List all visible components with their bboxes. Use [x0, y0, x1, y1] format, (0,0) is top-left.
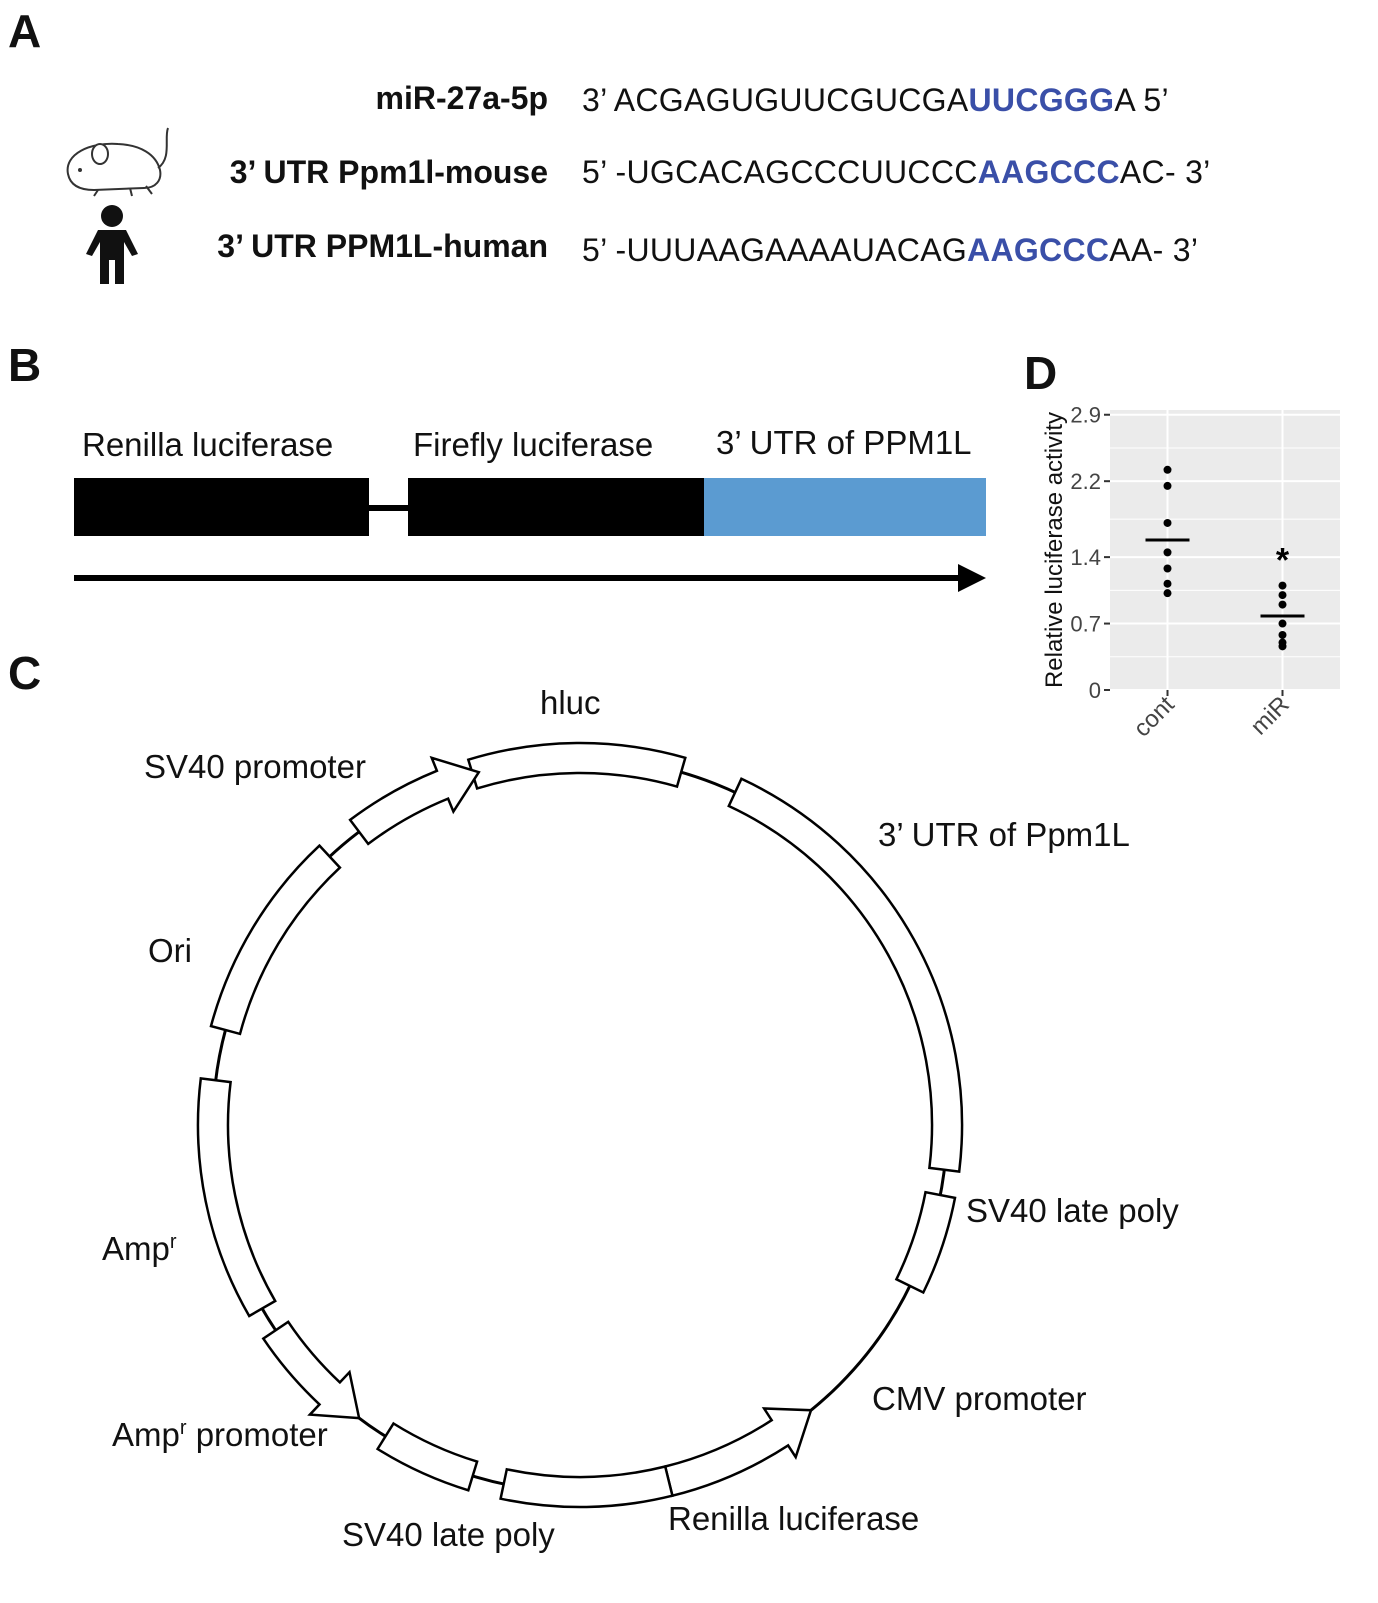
- renilla-luciferase-label: Renilla luciferase: [668, 1500, 920, 1537]
- seed-region: AAGCCC: [977, 154, 1120, 190]
- seq-pre: 3’ ACGAGUGUUCGUCGA: [582, 82, 969, 118]
- ori-segment: [209, 843, 342, 1036]
- data-point: [1278, 600, 1287, 609]
- panel-label-d: D: [1024, 347, 1058, 399]
- construct-diagram: [74, 478, 986, 592]
- amp-superscript: r: [169, 1231, 177, 1253]
- data-point: [1163, 579, 1172, 588]
- data-point: [1163, 564, 1172, 573]
- mouse-utr-sequence: 5’ -UGCACAGCCCUUCCCAAGCCCAC- 3’: [582, 154, 1211, 191]
- amp-promoter-label: Ampr promoter: [112, 1416, 328, 1454]
- seq-pre: 5’ -UUUAAGAAAAUACAG: [582, 232, 968, 268]
- data-point: [1278, 630, 1287, 639]
- data-point: [1163, 518, 1172, 527]
- hluc-label: hluc: [540, 684, 601, 721]
- plot-background: [1110, 410, 1340, 690]
- cmv-promoter-label: CMV promoter: [872, 1380, 1087, 1417]
- data-point: [1278, 619, 1287, 628]
- y-tick-label: 0: [1089, 678, 1101, 703]
- mouse-utr-name: 3’ UTR Ppm1l-mouse: [229, 154, 548, 190]
- renilla-label: Renilla luciferase: [82, 426, 334, 463]
- amp-text: Amp: [102, 1230, 170, 1267]
- ori-label: Ori: [148, 932, 192, 969]
- y-axis-label: Relative luciferase activity: [1041, 412, 1068, 688]
- human-utr-sequence: 5’ -UUUAAGAAAAUACAGAAGCCCAA- 3’: [582, 232, 1198, 269]
- panel-label-b: B: [8, 339, 42, 391]
- x-tick-label: miR: [1245, 691, 1294, 740]
- mirna-sequence: 3’ ACGAGUGUUCGUCGAUUCGGGA 5’: [582, 82, 1169, 119]
- data-point: [1163, 548, 1172, 557]
- mouse-icon: [66, 127, 169, 197]
- data-point: [1278, 581, 1287, 590]
- seq-post: A 5’: [1114, 82, 1169, 118]
- utr-ppm1l-label: 3’ UTR of Ppm1L: [878, 816, 1130, 853]
- data-point: [1163, 589, 1172, 598]
- amp-promoter-superscript: r: [179, 1417, 187, 1439]
- data-point: [1278, 642, 1287, 651]
- luciferase-chart: 0 0.7 1.4 2.2 2.9 cont miR * Relative luciferase…: [1040, 400, 1360, 750]
- amp-promoter-segment: [261, 1320, 361, 1420]
- utr-segment: [727, 777, 964, 1173]
- sv40-late-poly-segment: [894, 1190, 957, 1295]
- sv40-promoter-segment: [348, 755, 481, 846]
- data-point: [1278, 591, 1287, 600]
- renilla-box: [74, 478, 369, 536]
- sv40-late-poly-right-label: SV40 late poly: [966, 1192, 1179, 1229]
- seed-region: UUCGGG: [968, 82, 1115, 118]
- panel-label-a: A: [8, 5, 42, 57]
- y-tick-label: 2.9: [1070, 403, 1101, 428]
- y-tick-label: 1.4: [1070, 545, 1101, 570]
- data-point: [1163, 481, 1172, 490]
- direction-arrow-head: [958, 564, 986, 592]
- x-tick-label: cont: [1129, 691, 1180, 742]
- mirna-name: miR-27a-5p: [375, 80, 549, 116]
- seed-region: AAGCCC: [967, 232, 1110, 268]
- data-point: [1163, 465, 1172, 474]
- amp-promoter-text: Amp: [112, 1416, 180, 1453]
- human-utr-name: 3’ UTR PPM1L-human: [217, 228, 548, 264]
- amp-promoter-suffix: promoter: [186, 1416, 328, 1453]
- seq-post: AA- 3’: [1109, 232, 1199, 268]
- sv40-late-poly-bottom-segment: [375, 1421, 479, 1492]
- y-tick-label: 0.7: [1070, 612, 1101, 637]
- cmv-promoter-segment: [663, 1407, 813, 1498]
- seq-pre: 5’ -UGCACAGCCCUUCCC: [582, 154, 978, 190]
- sv40-late-poly-bottom-label: SV40 late poly: [342, 1516, 555, 1553]
- amp-label: Ampr: [102, 1230, 177, 1268]
- sv40-promoter-label: SV40 promoter: [144, 748, 366, 785]
- human-icon: [86, 205, 138, 284]
- utr-box: [704, 478, 986, 536]
- renilla-segment: [499, 1464, 674, 1509]
- utr-label: 3’ UTR of PPM1L: [716, 424, 972, 461]
- y-tick-label: 2.2: [1070, 469, 1101, 494]
- seq-post: AC- 3’: [1119, 154, 1211, 190]
- firefly-box: [408, 478, 704, 536]
- panel-label-c: C: [8, 647, 42, 699]
- amp-segment: [196, 1077, 277, 1318]
- hluc-segment: [466, 741, 687, 790]
- significance-marker: *: [1276, 542, 1290, 580]
- plasmid-map: [196, 741, 964, 1509]
- firefly-label: Firefly luciferase: [413, 426, 654, 463]
